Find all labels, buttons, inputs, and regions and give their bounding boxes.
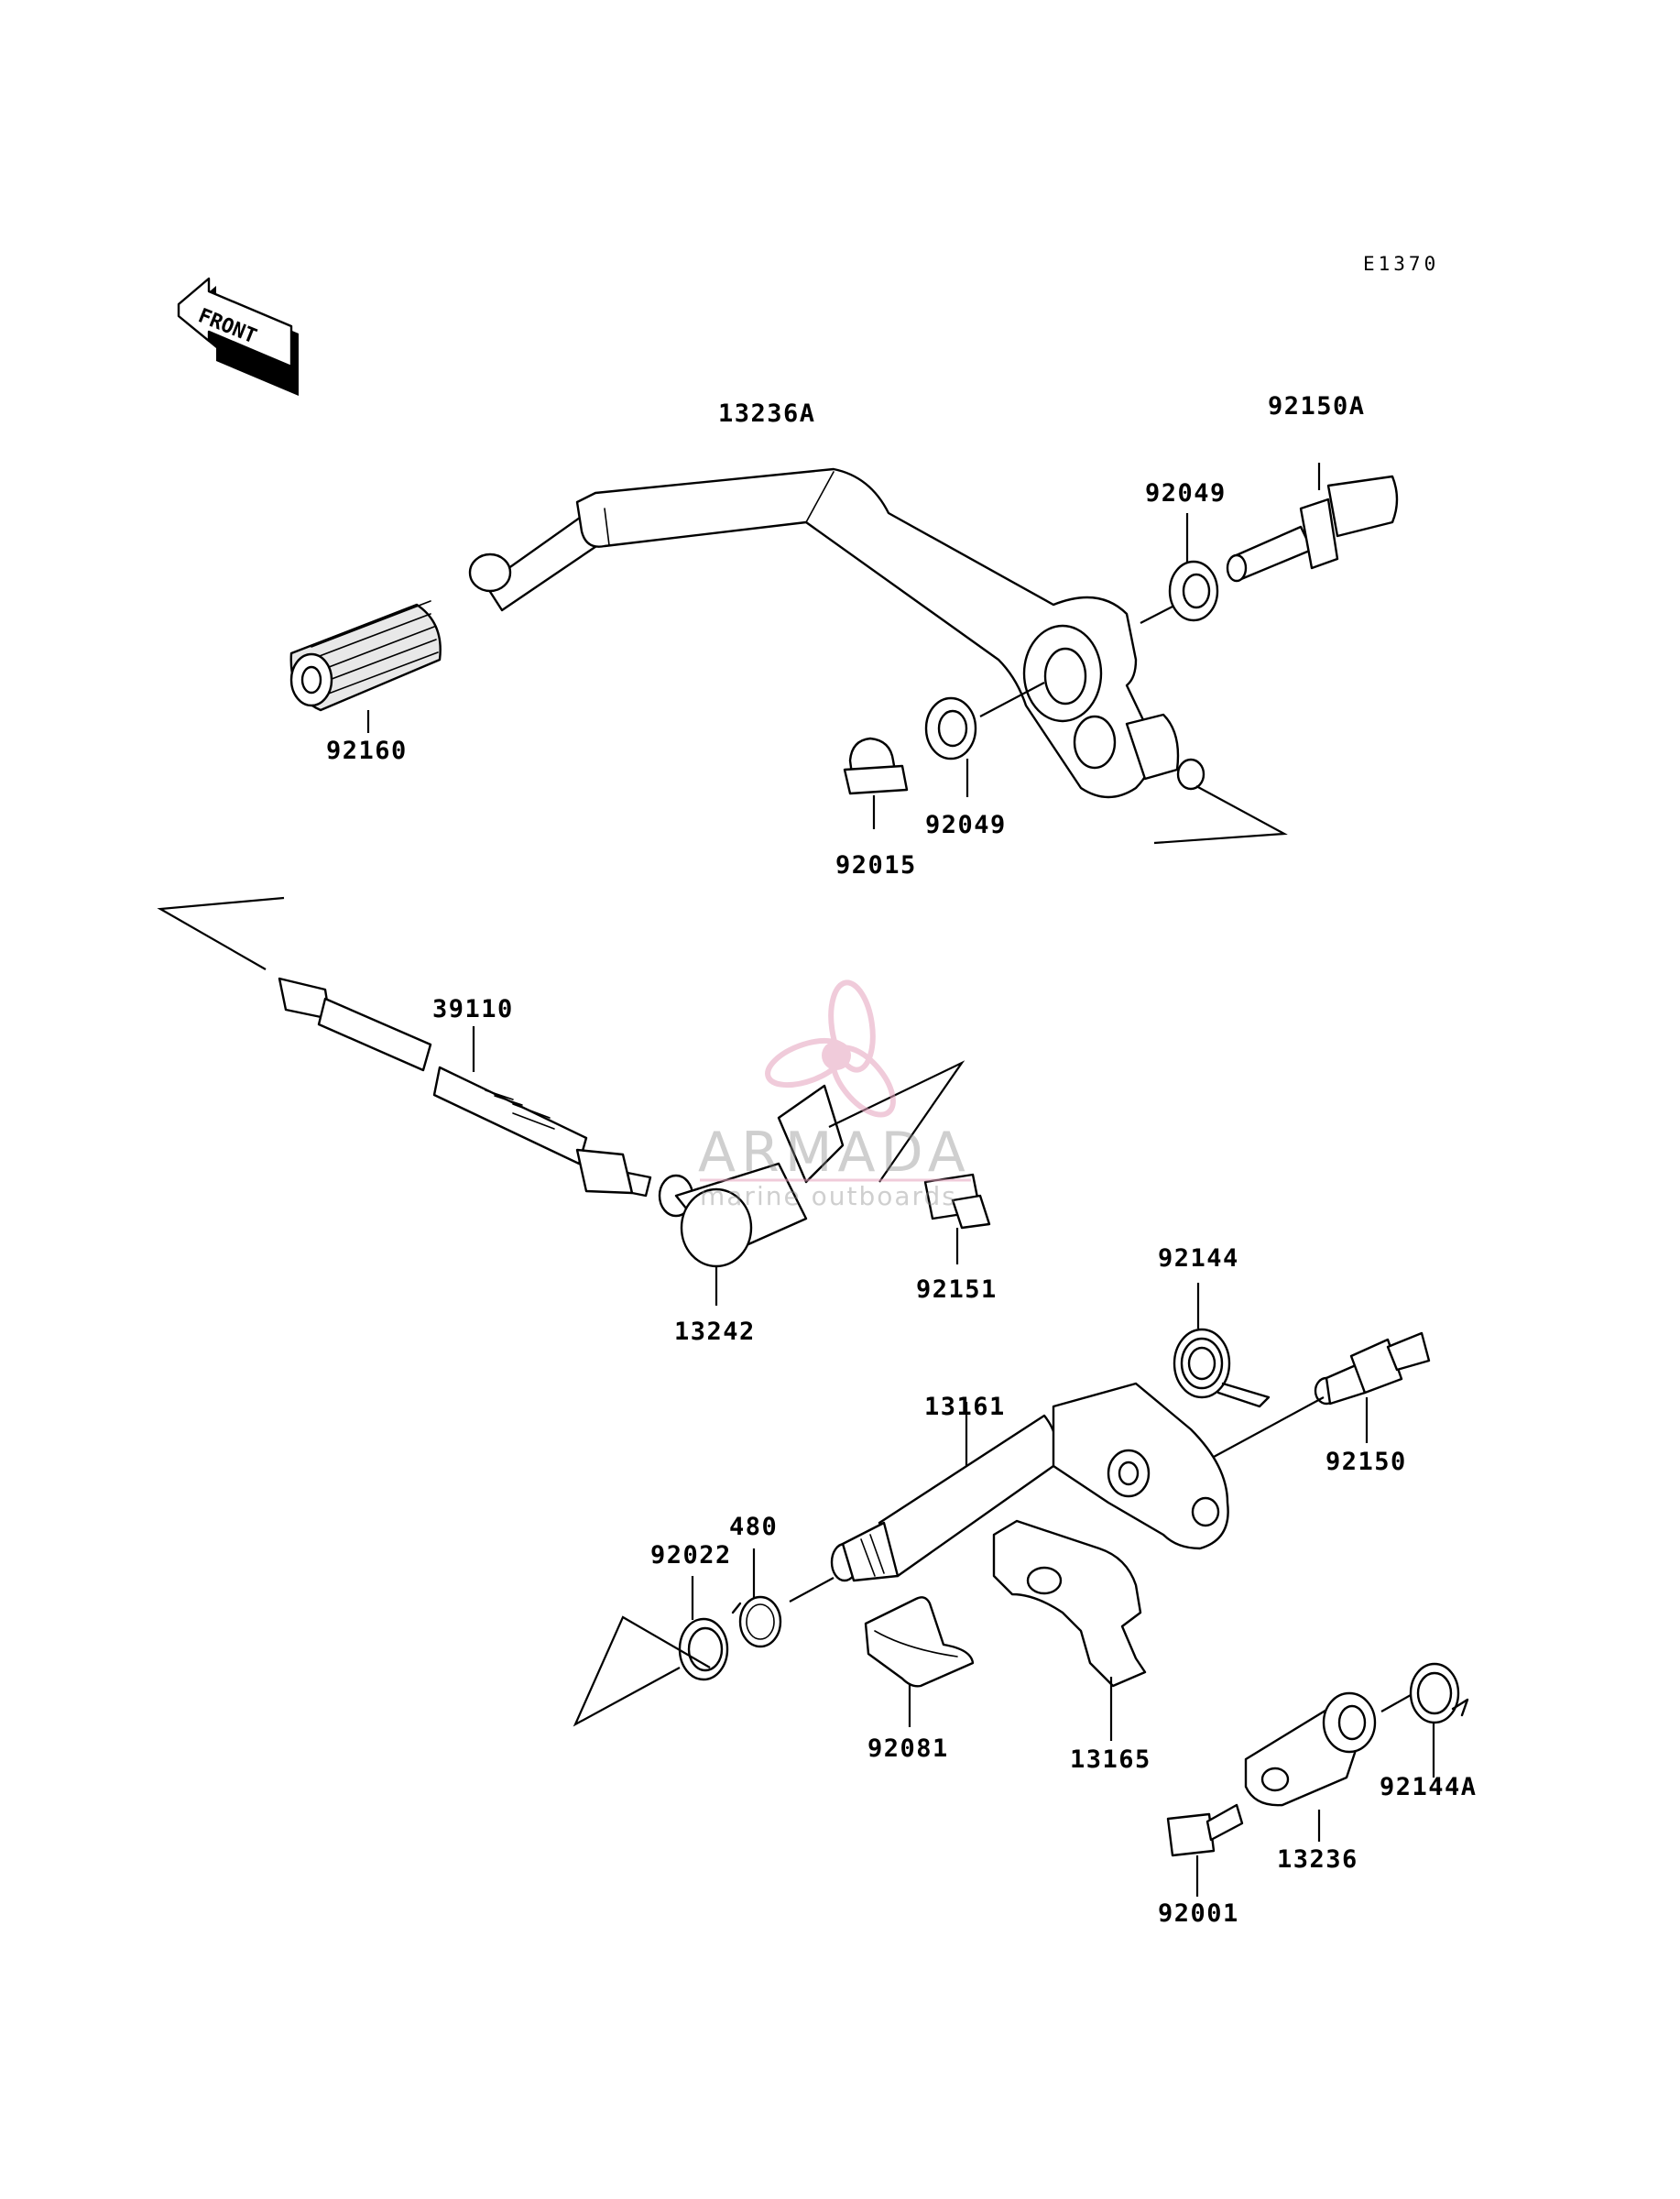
washer-92022 [678, 1617, 729, 1681]
return-spring [1173, 1328, 1271, 1408]
cap-nut [843, 737, 909, 795]
bolt-92001 [1166, 1803, 1244, 1857]
part-label-92150[interactable]: 92150 [1325, 1448, 1407, 1476]
shift-lever-13236 [1244, 1691, 1377, 1807]
return-spring-small [1409, 1662, 1469, 1724]
propeller-logo-icon [765, 979, 896, 1118]
part-label-92015[interactable]: 92015 [835, 851, 917, 880]
part-label-92151[interactable]: 92151 [916, 1275, 998, 1304]
diagram-code: E1370 [1363, 253, 1439, 275]
part-label-13161[interactable]: 13161 [924, 1393, 1006, 1421]
circlip [731, 1595, 782, 1648]
watermark-subtitle: marine outboards [700, 1181, 957, 1211]
washer-lower [924, 696, 977, 760]
watermark: ARMADA marine outboards [698, 979, 971, 1211]
bolt-92151 [923, 1173, 991, 1230]
pivot-bolt-upper [1226, 475, 1399, 583]
part-label-92144[interactable]: 92144 [1158, 1244, 1239, 1273]
washer-upper [1168, 560, 1219, 622]
stopper-plate [992, 1519, 1147, 1688]
part-label-92049-lower[interactable]: 92049 [925, 811, 1007, 839]
pivot-bolt-lower [1314, 1331, 1431, 1406]
part-label-13242[interactable]: 13242 [674, 1318, 756, 1346]
part-label-92150A[interactable]: 92150A [1268, 392, 1366, 421]
part-label-92144A[interactable]: 92144A [1380, 1773, 1478, 1801]
shift-rod [278, 977, 652, 1198]
retaining-clip [864, 1596, 975, 1688]
part-label-92160[interactable]: 92160 [326, 737, 408, 765]
rod-end [658, 1084, 845, 1268]
shift-shaft [830, 1382, 1229, 1582]
watermark-title: ARMADA [698, 1121, 971, 1185]
front-arrow-icon: FRONT [177, 277, 299, 396]
part-label-13236[interactable]: 13236 [1277, 1845, 1358, 1874]
part-label-92022[interactable]: 92022 [650, 1541, 732, 1570]
part-label-39110[interactable]: 39110 [432, 995, 514, 1023]
part-label-480[interactable]: 480 [729, 1513, 778, 1541]
part-label-92001[interactable]: 92001 [1158, 1899, 1239, 1928]
part-label-13165[interactable]: 13165 [1070, 1745, 1151, 1774]
pedal-rubber [289, 600, 442, 712]
part-label-92081[interactable]: 92081 [867, 1734, 949, 1763]
part-label-13236A[interactable]: 13236A [718, 399, 816, 428]
part-label-92049-upper[interactable]: 92049 [1145, 479, 1227, 508]
shift-pedal [468, 467, 1205, 799]
